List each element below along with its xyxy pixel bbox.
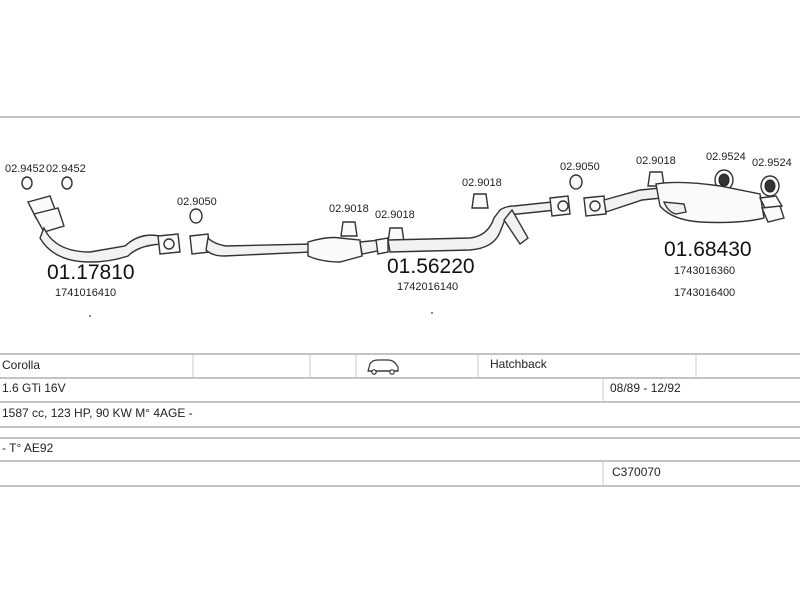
car-icon [367, 359, 399, 375]
ring-1-label: 02.9452 [5, 163, 45, 175]
clamp-1 [340, 221, 358, 237]
front-pipe [26, 195, 181, 263]
vehicle-period: 08/89 - 12/92 [610, 381, 681, 395]
vehicle-type-code: - T° AE92 [2, 441, 54, 455]
vehicle-body: Hatchback [490, 357, 547, 371]
middle-silencer-number: 01.56220 [387, 255, 475, 278]
clamp-4-label: 02.9018 [636, 155, 676, 167]
clamp-3-label: 02.9018 [462, 177, 502, 189]
clamp-3 [471, 193, 489, 209]
rear-silencer-oem-2: 1743016400 [674, 287, 735, 299]
gasket-2 [569, 174, 583, 190]
gasket-1-label: 02.9050 [177, 196, 217, 208]
clamp-2-label: 02.9018 [375, 209, 415, 221]
catalog-code: C370070 [612, 465, 661, 479]
ring-gasket-2 [61, 176, 73, 190]
rear-silencer [583, 181, 785, 224]
front-pipe-number: 01.17810 [47, 261, 135, 284]
clamp-1-label: 02.9018 [329, 203, 369, 215]
vehicle-model: Corolla [2, 358, 41, 372]
ring-2-label: 02.9452 [46, 163, 86, 175]
gasket-1 [189, 208, 203, 224]
rear-silencer-number: 01.68430 [664, 238, 752, 261]
middle-silencer [189, 233, 389, 263]
front-pipe-oem: 1741016410 [55, 287, 116, 299]
rubber-1-label: 02.9524 [706, 151, 746, 163]
rear-silencer-oem-1: 1743016360 [674, 265, 735, 277]
mark-dot [89, 315, 91, 317]
rubber-2-label: 02.9524 [752, 157, 792, 169]
mark-dot [431, 312, 433, 314]
intermediate-pipe [387, 195, 571, 253]
rubber-mount-1 [714, 169, 734, 191]
ring-gasket-1 [21, 176, 33, 190]
gasket-2-label: 02.9050 [560, 161, 600, 173]
vehicle-engine: 1.6 GTi 16V [2, 381, 66, 395]
middle-silencer-oem: 1742016140 [397, 281, 458, 293]
rubber-mount-2 [760, 175, 780, 197]
vehicle-specs: 1587 cc, 123 HP, 90 KW M° 4AGE - [2, 406, 193, 420]
